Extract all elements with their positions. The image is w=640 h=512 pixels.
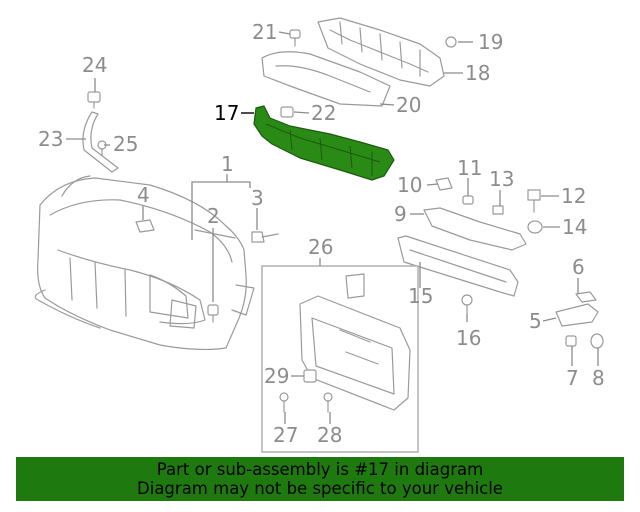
screw-part-27 (279, 392, 289, 413)
callout-28: 28 (317, 423, 342, 447)
callout-18: 18 (465, 61, 490, 85)
highlighted-bracket-part-17 (253, 105, 395, 181)
clip-part-10 (435, 177, 453, 191)
callout-17: 17 (214, 101, 239, 125)
screw-fastener-25 (97, 140, 107, 157)
callout-10: 10 (397, 173, 422, 197)
clip-part-29 (303, 369, 317, 383)
bracket-part-9 (423, 207, 527, 251)
grille-strip-part (82, 111, 119, 173)
clip-part-8 (590, 333, 604, 349)
info-banner: Part or sub-assembly is #17 in diagram D… (16, 457, 624, 501)
banner-line-disclaimer: Diagram may not be specific to your vehi… (137, 479, 503, 498)
callout-4: 4 (137, 183, 150, 207)
callout-1: 1 (221, 152, 234, 176)
callout-24: 24 (82, 53, 107, 77)
callout-11: 11 (457, 156, 482, 180)
fastener-part-2 (207, 304, 219, 323)
callout-6: 6 (572, 255, 585, 279)
nut-part-14 (527, 220, 543, 234)
callout-22: 22 (311, 101, 336, 125)
callout-29: 29 (264, 364, 289, 388)
deflector-part-20 (261, 51, 391, 107)
bumper-fascia-part (34, 175, 255, 351)
callout-8: 8 (592, 366, 605, 390)
nut-part-22 (280, 106, 294, 118)
screw-part-13 (492, 205, 504, 215)
clip-part-19 (445, 36, 457, 48)
bolt-part-12 (527, 189, 541, 213)
bracket-clip-part (345, 273, 365, 299)
leader-lines (66, 31, 599, 424)
callout-15: 15 (408, 284, 433, 308)
callout-labels: 1 2 3 4 5 6 7 8 9 10 11 12 13 14 15 16 1… (38, 20, 605, 447)
screw-part-28 (323, 392, 333, 413)
callout-23: 23 (38, 127, 63, 151)
callout-7: 7 (566, 366, 579, 390)
callout-16: 16 (456, 326, 481, 350)
clip-part-4 (135, 219, 155, 233)
callout-26: 26 (308, 235, 333, 259)
callout-12: 12 (561, 184, 586, 208)
callout-5: 5 (529, 309, 542, 333)
banner-line-part-number: Part or sub-assembly is #17 in diagram (156, 460, 484, 479)
exploded-parts-diagram: 1 2 3 4 5 6 7 8 9 10 11 12 13 14 15 16 1… (34, 17, 605, 453)
push-pin-fastener-24 (87, 91, 101, 109)
callout-3: 3 (251, 186, 264, 210)
fastener-part-16 (461, 294, 473, 315)
bolt-part-3 (251, 231, 279, 243)
clip-part-7 (565, 335, 577, 347)
callout-21: 21 (252, 20, 277, 44)
callout-19: 19 (478, 30, 503, 54)
callout-13: 13 (489, 167, 514, 191)
callout-2: 2 (207, 204, 220, 228)
callout-25: 25 (113, 132, 138, 156)
absorber-part-18 (317, 17, 445, 87)
fastener-part-11 (462, 195, 474, 205)
callout-9: 9 (394, 202, 407, 226)
bracket-part-6 (575, 291, 597, 303)
callout-27: 27 (273, 423, 298, 447)
callout-14: 14 (562, 215, 587, 239)
clip-part-21 (289, 29, 301, 47)
bracket-part-5 (555, 303, 599, 327)
license-plate-bracket-part (299, 295, 411, 411)
callout-20: 20 (396, 93, 421, 117)
